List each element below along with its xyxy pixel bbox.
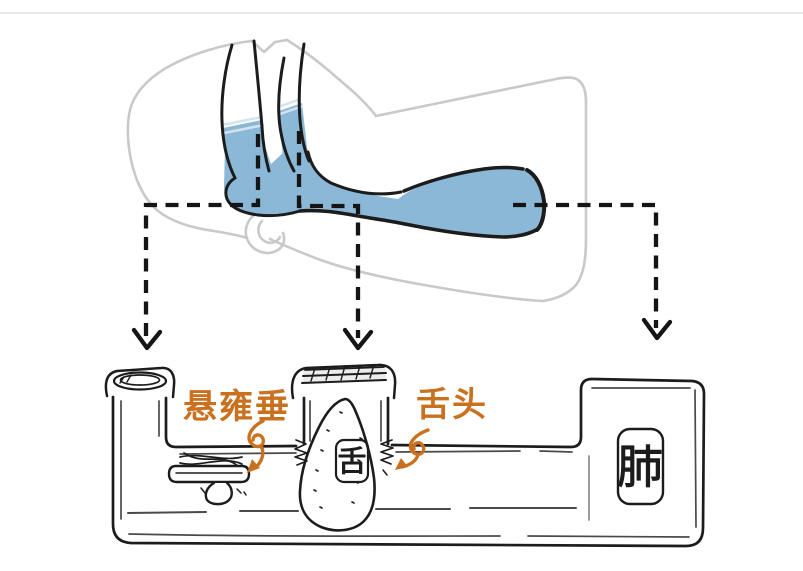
- tongue-stipple-dots: [313, 411, 363, 509]
- dashed-arrow-oral-passage: [296, 131, 374, 351]
- tongue-spring-left: [294, 439, 308, 466]
- ear-outline: [244, 212, 286, 255]
- duct-outline: [111, 377, 706, 548]
- cheek-line: [285, 38, 378, 118]
- uvula-assembly: [167, 452, 251, 506]
- nose-pipe-rim: [104, 366, 176, 399]
- uvula-bar: [167, 464, 251, 484]
- tongue-label: 舌头: [416, 385, 488, 425]
- lung-top-outline: [402, 165, 525, 193]
- duct-floor-line: [127, 511, 207, 514]
- uvula-bulb: [204, 481, 233, 506]
- face-profile-outline: [126, 38, 588, 303]
- outer-wall: [111, 377, 706, 548]
- tongue-blob: 舌: [294, 397, 394, 532]
- chest-top-line: [374, 76, 580, 118]
- shoulder-line: [541, 78, 588, 303]
- uvula-spring-coil: [179, 452, 243, 467]
- uvula-arrowhead: [247, 459, 260, 473]
- duct-inner-lines: [120, 387, 697, 538]
- uvula-callout: 悬雍垂: [183, 387, 291, 473]
- nose-notch: [250, 38, 289, 54]
- nasal-tube-right-wall: [252, 39, 271, 173]
- tongue-callout: 舌头: [395, 385, 488, 470]
- lung-char: 肺: [617, 440, 663, 494]
- nose-pipe-right-wall: [164, 396, 298, 449]
- tongue-char: 舌: [337, 444, 366, 478]
- nasal-tube-left-wall: [220, 43, 237, 180]
- oral-tube-right-wall: [297, 42, 311, 163]
- airway-outlines: [220, 39, 547, 239]
- sketch-ticks: [200, 487, 247, 496]
- lung-cap-outline: [525, 168, 547, 232]
- mouth-pipe-rim: [290, 363, 397, 400]
- pipe-diagram: 舌 肺 悬雍垂 舌头: [104, 363, 706, 548]
- dashed-arrow-nasal-passage: [131, 134, 261, 351]
- uvula-label: 悬雍垂: [183, 387, 291, 427]
- arrowhead-down: [131, 327, 163, 351]
- arrowhead-down: [641, 317, 673, 341]
- dashed-arrow-lung: [513, 202, 673, 341]
- throat-lung-fluid: [224, 146, 545, 238]
- tongue-curl-arrow: [408, 428, 430, 456]
- tongue-spring-right: [380, 439, 394, 465]
- trachea-top-outline: [306, 150, 403, 196]
- ear-inner: [257, 219, 282, 245]
- trachea-lung-bottom-outline: [298, 208, 538, 239]
- tongue-char-box: [334, 438, 370, 484]
- sketch-tick: [382, 469, 388, 476]
- throat-lower-outline: [224, 176, 302, 218]
- lung-char-box: [616, 427, 665, 506]
- tongue-arrowhead: [395, 458, 408, 470]
- arrowhead-down: [342, 327, 374, 351]
- oral-tube-left-wall: [277, 56, 296, 173]
- lung-label: 肺: [616, 427, 665, 506]
- jaw-chest-curve: [268, 237, 545, 303]
